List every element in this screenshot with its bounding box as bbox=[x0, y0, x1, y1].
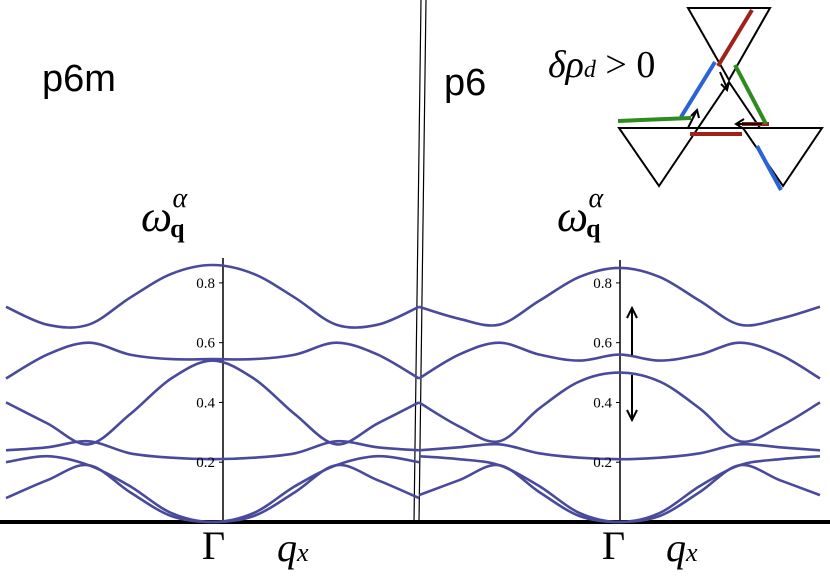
annotation-sub: d bbox=[583, 57, 596, 83]
y-label-sub: q bbox=[170, 214, 185, 243]
triangle-top bbox=[686, 7, 772, 83]
band-line-p6m-6 bbox=[5, 463, 420, 524]
x-label-sub: x bbox=[297, 538, 309, 567]
gamma-label-right: Γ bbox=[602, 523, 626, 568]
y-tick-label: 0.6 bbox=[593, 336, 612, 352]
y-label-sub: q bbox=[586, 214, 601, 243]
band-line-p6m-4 bbox=[5, 439, 420, 461]
x-label-q: q bbox=[277, 525, 297, 570]
gap-arrows bbox=[626, 305, 638, 423]
y-tick-label: 0.4 bbox=[593, 395, 612, 411]
x-axis-label-left: qx bbox=[277, 528, 309, 568]
triangle-left bbox=[617, 127, 700, 188]
y-tick-label: 0.8 bbox=[593, 276, 612, 292]
y-tick-label: 0.2 bbox=[593, 455, 612, 471]
y-axis-label-right: ωqα bbox=[557, 185, 617, 242]
y-axis-label-left: ωqα bbox=[141, 185, 201, 242]
x-label-q: q bbox=[666, 525, 686, 570]
y-tick-label: 0.4 bbox=[196, 395, 215, 411]
y-label-sup: α bbox=[172, 183, 188, 214]
green-bond bbox=[733, 64, 768, 125]
inset-annotation: δρd > 0 bbox=[548, 46, 655, 84]
blue-bond bbox=[679, 60, 717, 119]
blue-bond bbox=[755, 145, 783, 191]
band-line-p6m-1 bbox=[5, 263, 420, 329]
triangle-right bbox=[741, 127, 824, 188]
panel-title-left: p6m bbox=[42, 58, 116, 100]
y-label-omega: ω bbox=[141, 192, 173, 241]
red-bond bbox=[716, 8, 754, 68]
panel-divider-line bbox=[418, 0, 427, 523]
y-tick-label: 0.2 bbox=[196, 455, 215, 471]
x-label-sub: x bbox=[686, 538, 698, 567]
band-line-p6-3 bbox=[418, 371, 821, 444]
band-line-p6-4 bbox=[418, 442, 821, 461]
y-label-sup: α bbox=[588, 183, 604, 214]
panel-title-right: p6 bbox=[444, 62, 487, 104]
annotation-delta-rho: δρ bbox=[548, 44, 584, 86]
band-line-p6m-2 bbox=[5, 341, 420, 380]
x-axis-label-right: qx bbox=[666, 528, 698, 568]
y-label-omega: ω bbox=[557, 192, 589, 241]
green-bond bbox=[617, 116, 692, 123]
band-line-p6-1 bbox=[418, 266, 821, 327]
band-line-p6-6 bbox=[418, 463, 821, 524]
gamma-label-left: Γ bbox=[202, 523, 226, 568]
band-line-p6-2 bbox=[418, 341, 821, 380]
kagome-inset-diagram bbox=[617, 7, 824, 191]
annotation-rest: > 0 bbox=[595, 44, 656, 86]
y-tick-label: 0.6 bbox=[196, 336, 215, 352]
triangle-center bbox=[696, 80, 762, 129]
y-tick-label: 0.8 bbox=[196, 276, 215, 292]
panel-divider-line bbox=[413, 0, 422, 523]
